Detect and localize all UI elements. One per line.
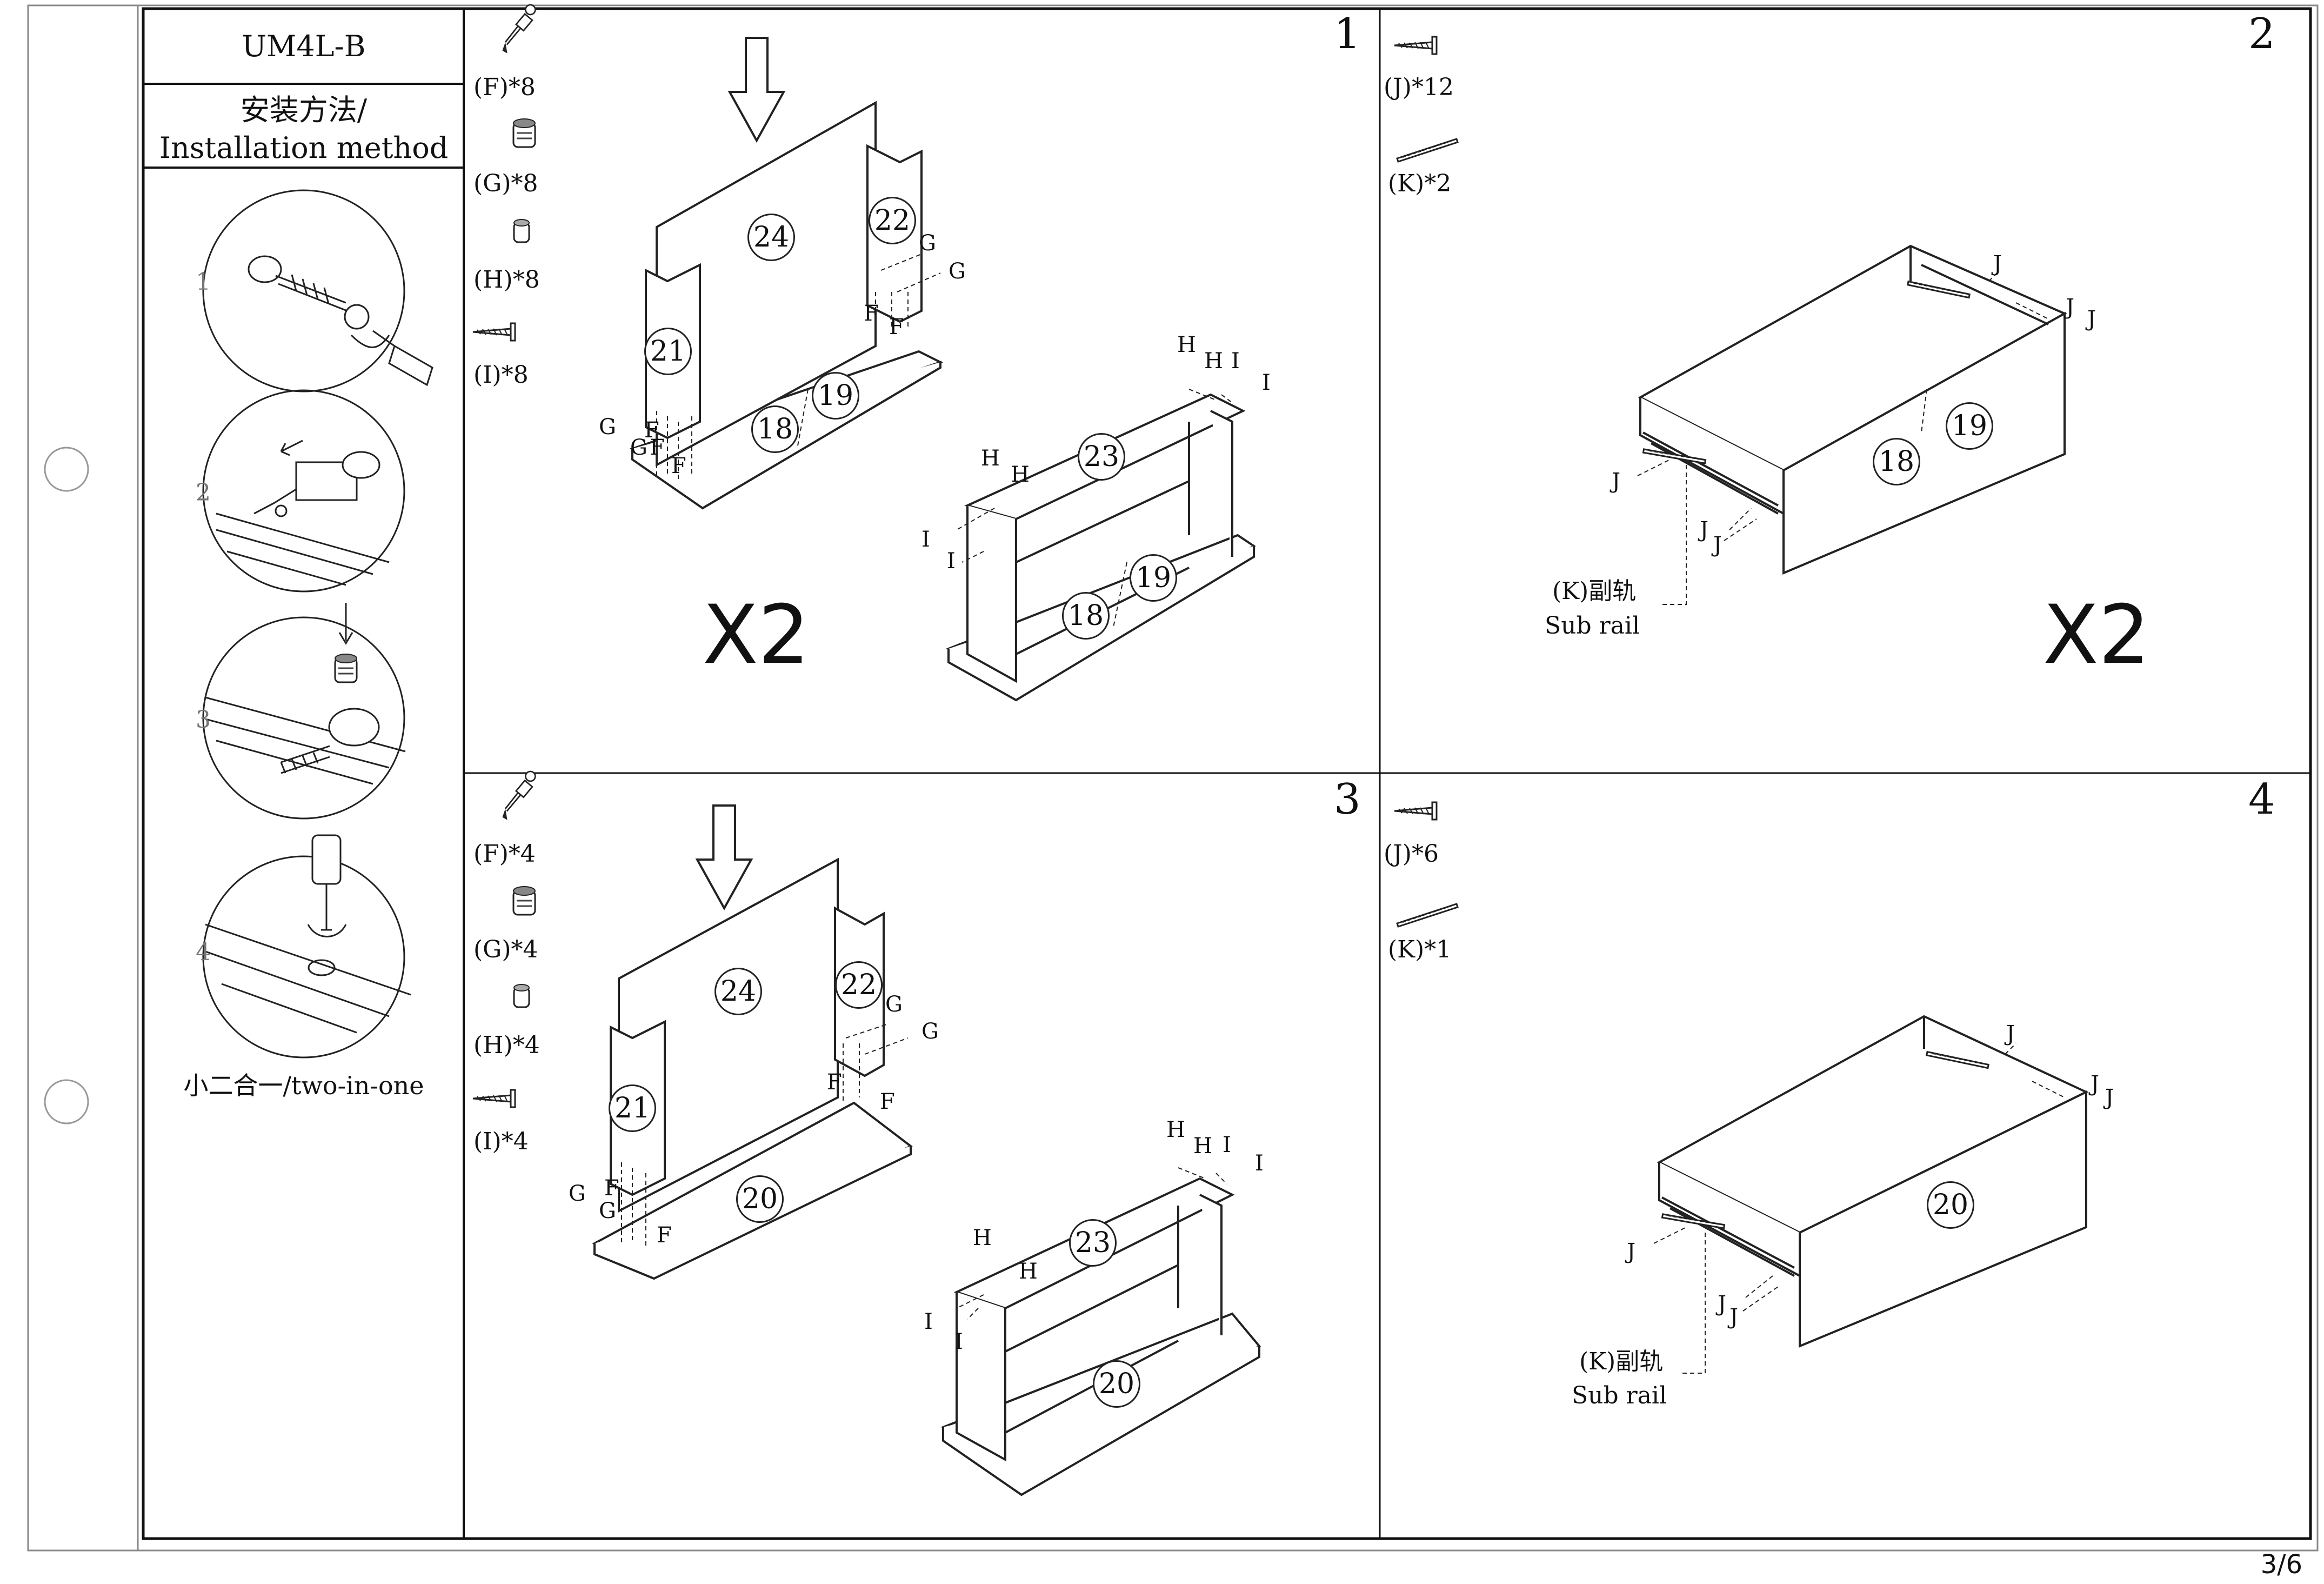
callout: J bbox=[2105, 1085, 2114, 1110]
callout: I bbox=[1262, 370, 1271, 395]
hardware-label: (J)*6 bbox=[1384, 840, 1439, 868]
step-number: 4 bbox=[2248, 775, 2275, 824]
callout: F bbox=[671, 454, 686, 478]
callout: J bbox=[2087, 307, 2096, 331]
callout: G bbox=[921, 1019, 939, 1044]
part-number: 21 bbox=[644, 328, 692, 375]
page-number: 3/6 bbox=[2260, 1549, 2302, 1580]
callout: J bbox=[1993, 251, 2002, 276]
callout: H bbox=[981, 446, 1000, 471]
callout: I bbox=[1223, 1133, 1231, 1157]
callout: J bbox=[1718, 1292, 1727, 1316]
hardware-label: (K)*2 bbox=[1388, 170, 1452, 197]
callout: F bbox=[604, 1176, 619, 1201]
callout: J bbox=[1713, 533, 1722, 557]
part-number: 20 bbox=[1093, 1360, 1140, 1408]
hardware-label: (F)*4 bbox=[473, 840, 536, 868]
method-step-4: 4 bbox=[196, 939, 211, 966]
part-number: 22 bbox=[835, 961, 883, 1009]
two-in-one-caption: 小二合一/two-in-one bbox=[183, 1071, 424, 1100]
part-number: 24 bbox=[714, 968, 762, 1015]
quantity-multiplier: X2 bbox=[2043, 588, 2151, 682]
callout: H bbox=[1019, 1259, 1038, 1284]
part-number: 23 bbox=[1078, 433, 1125, 481]
part-number: 19 bbox=[812, 372, 859, 420]
callout: I bbox=[921, 527, 930, 552]
part-number: 19 bbox=[1130, 554, 1177, 602]
callout: G bbox=[919, 231, 936, 256]
callout: I bbox=[947, 549, 956, 574]
part-number: 20 bbox=[736, 1175, 784, 1223]
callout: G bbox=[599, 1199, 616, 1223]
callout: H bbox=[1011, 462, 1030, 487]
callout: F bbox=[657, 1223, 672, 1248]
callout: F bbox=[644, 418, 659, 443]
callout: H bbox=[1204, 349, 1223, 374]
callout: J bbox=[1700, 517, 1709, 542]
callout: G bbox=[569, 1181, 586, 1206]
step-number: 1 bbox=[1334, 10, 1361, 58]
callout: I bbox=[954, 1329, 963, 1354]
callout: J bbox=[1729, 1305, 1739, 1329]
callout: I bbox=[1255, 1151, 1264, 1176]
callout: F bbox=[880, 1089, 895, 1114]
callout: I bbox=[924, 1309, 933, 1334]
sub-rail-cn: (K)副轨 bbox=[1552, 577, 1637, 605]
part-number: 18 bbox=[1062, 592, 1110, 640]
quantity-multiplier: X2 bbox=[703, 588, 810, 682]
method-title-en: Installation method bbox=[159, 131, 449, 165]
callout: I bbox=[1231, 349, 1240, 374]
sub-rail-en: Sub rail bbox=[1572, 1382, 1667, 1409]
hardware-label: (F)*8 bbox=[473, 74, 536, 101]
hardware-label: (J)*12 bbox=[1384, 74, 1454, 101]
callout: F bbox=[864, 301, 879, 326]
part-number: 23 bbox=[1069, 1219, 1117, 1267]
hardware-label: (K)*1 bbox=[1388, 936, 1452, 963]
callout: J bbox=[1627, 1239, 1636, 1264]
callout: J bbox=[2006, 1021, 2015, 1046]
step-number: 3 bbox=[1334, 775, 1361, 824]
hardware-label: (G)*4 bbox=[473, 936, 538, 963]
part-number: 20 bbox=[1927, 1181, 1974, 1229]
part-number: 22 bbox=[869, 197, 916, 244]
part-number: 18 bbox=[751, 405, 799, 453]
callout: F bbox=[889, 315, 904, 340]
step-number: 2 bbox=[2248, 10, 2275, 58]
callout: G bbox=[630, 435, 647, 460]
part-number: 24 bbox=[747, 214, 795, 261]
model-code: UM4L-B bbox=[242, 29, 366, 63]
part-number: 18 bbox=[1873, 438, 1920, 485]
method-title-cn: 安装方法/ bbox=[240, 93, 368, 127]
callout: J bbox=[2066, 295, 2075, 320]
hardware-label: (I)*8 bbox=[473, 361, 529, 389]
method-step-3: 3 bbox=[196, 706, 211, 734]
callout: J bbox=[1612, 469, 1621, 494]
callout: J bbox=[2091, 1071, 2100, 1096]
hardware-label: (G)*8 bbox=[473, 170, 538, 197]
hardware-label: (H)*4 bbox=[473, 1031, 540, 1059]
hardware-label: (H)*8 bbox=[473, 266, 540, 294]
callout: H bbox=[973, 1226, 992, 1250]
part-number: 21 bbox=[609, 1084, 656, 1132]
method-step-1: 1 bbox=[196, 268, 211, 296]
callout: F bbox=[827, 1070, 842, 1095]
sub-rail-cn: (K)副轨 bbox=[1579, 1348, 1664, 1375]
callout: F bbox=[650, 435, 665, 460]
callout: H bbox=[1193, 1134, 1212, 1159]
callout: H bbox=[1166, 1117, 1185, 1142]
callout: G bbox=[885, 992, 903, 1017]
part-number: 19 bbox=[1946, 402, 1993, 450]
hardware-label: (I)*4 bbox=[473, 1128, 529, 1155]
callout: G bbox=[599, 415, 616, 440]
callout: G bbox=[949, 259, 966, 284]
sub-rail-en: Sub rail bbox=[1545, 612, 1640, 640]
method-step-2: 2 bbox=[196, 479, 211, 507]
callout: H bbox=[1177, 332, 1196, 357]
